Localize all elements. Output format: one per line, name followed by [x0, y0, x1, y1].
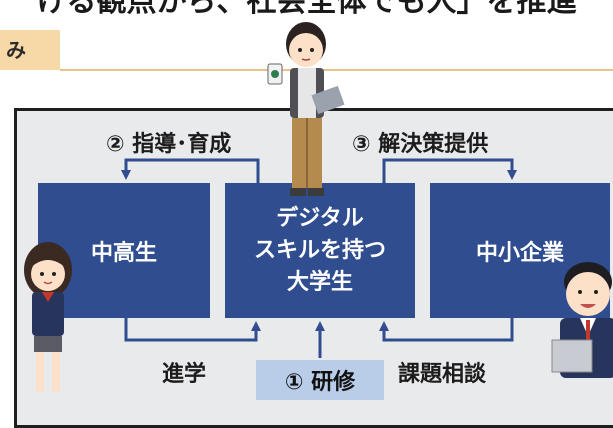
university-student-illustration: [267, 22, 345, 196]
page-heading: ける観点から、社会全体でも人」を推進: [36, 0, 577, 19]
box-highschool: 中高生: [38, 183, 210, 318]
box-university-line2: スキルを持つ: [253, 237, 386, 263]
businessman-illustration: [551, 262, 613, 378]
arrow-advance: [124, 318, 261, 342]
box-university-student: デジタル スキルを持つ 大学生: [225, 183, 415, 318]
section-tag: み: [0, 30, 60, 70]
label-training: ① 研修: [256, 360, 384, 400]
box-university-line1: デジタル: [276, 205, 364, 231]
student-girl-illustration: [24, 242, 72, 392]
section-divider: [60, 69, 613, 71]
arrow-guidance: [121, 158, 260, 183]
label-guidance: ② 指導･育成: [106, 132, 232, 157]
arrow-consult: [379, 318, 514, 342]
label-solution: ③ 解決策提供: [352, 132, 489, 157]
label-consult: 課題相談: [398, 362, 487, 387]
box-sme-label: 中小企業: [475, 240, 564, 266]
label-advance: 進学: [162, 362, 207, 387]
flow-arrows: [24, 22, 613, 392]
box-university-line3: 大学生: [286, 269, 353, 295]
arrow-solution: [382, 158, 517, 183]
box-highschool-label: 中高生: [90, 240, 157, 266]
